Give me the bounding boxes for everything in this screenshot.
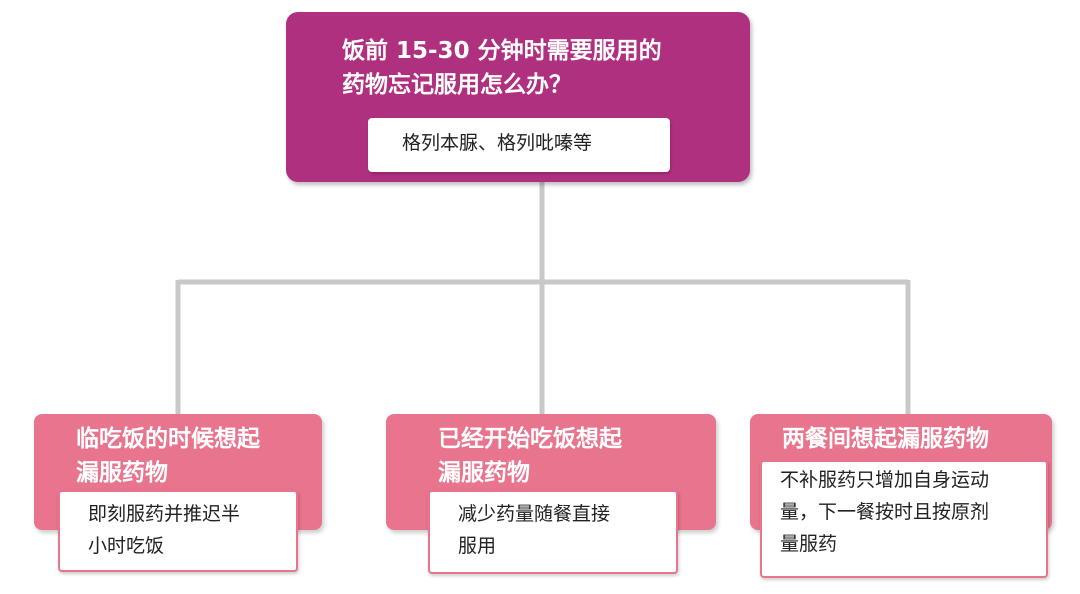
branch-before-meal-advice-line-2: 小时吃饭 bbox=[88, 535, 165, 557]
branch-before-meal-title-line-2: 漏服药物 bbox=[76, 460, 168, 486]
branch-before-meal-title-line-1: 临吃饭的时候想起 bbox=[76, 426, 260, 452]
branch-before-meal-box: 临吃饭的时候想起 漏服药物 bbox=[34, 414, 322, 530]
branch-between-meals-title: 两餐间想起漏服药物 bbox=[782, 422, 1044, 456]
branch-between-meals-title-line-1: 两餐间想起漏服药物 bbox=[782, 426, 989, 452]
branch-before-meal-advice-box: 即刻服药并推迟半 小时吃饭 bbox=[58, 490, 298, 572]
branch-during-meal-advice-box: 减少药量随餐直接 服用 bbox=[428, 490, 678, 574]
root-question-box: 饭前 15-30 分钟时需要服用的 药物忘记服用怎么办？ 格列本脲、格列吡嗪等 bbox=[286, 12, 750, 182]
branch-before-meal-advice-text: 即刻服药并推迟半 小时吃饭 bbox=[88, 498, 284, 562]
root-title-line-1: 饭前 15-30 分钟时需要服用的 bbox=[342, 38, 662, 64]
root-drug-examples-text: 格列本脲、格列吡嗪等 bbox=[402, 132, 593, 154]
branch-before-meal-advice-line-1: 即刻服药并推迟半 bbox=[88, 503, 241, 525]
root-title-line-2: 药物忘记服用怎么办？ bbox=[342, 72, 572, 98]
branch-before-meal-title: 临吃饭的时候想起 漏服药物 bbox=[76, 422, 316, 490]
branch-between-meals-advice-line-2: 量，下一餐按时且按原剂 bbox=[780, 501, 990, 523]
branch-during-meal-title: 已经开始吃饭想起 漏服药物 bbox=[438, 422, 698, 490]
branch-between-meals-advice-line-1: 不补服药只增加自身运动 bbox=[780, 469, 990, 491]
root-question-title: 饭前 15-30 分钟时需要服用的 药物忘记服用怎么办？ bbox=[342, 34, 722, 102]
branch-during-meal-title-line-1: 已经开始吃饭想起 bbox=[438, 426, 622, 452]
root-drug-examples-box: 格列本脲、格列吡嗪等 bbox=[368, 118, 670, 172]
branch-between-meals-advice-box: 不补服药只增加自身运动 量，下一餐按时且按原剂 量服药 bbox=[760, 460, 1048, 578]
branch-between-meals-advice-line-3: 量服药 bbox=[780, 533, 838, 555]
branch-during-meal-advice-text: 减少药量随餐直接 服用 bbox=[458, 498, 668, 562]
branch-during-meal-title-line-2: 漏服药物 bbox=[438, 460, 530, 486]
branch-between-meals-advice-text: 不补服药只增加自身运动 量，下一餐按时且按原剂 量服药 bbox=[780, 464, 1040, 560]
branch-during-meal-advice-line-1: 减少药量随餐直接 bbox=[458, 503, 611, 525]
branch-during-meal-advice-line-2: 服用 bbox=[458, 535, 497, 557]
